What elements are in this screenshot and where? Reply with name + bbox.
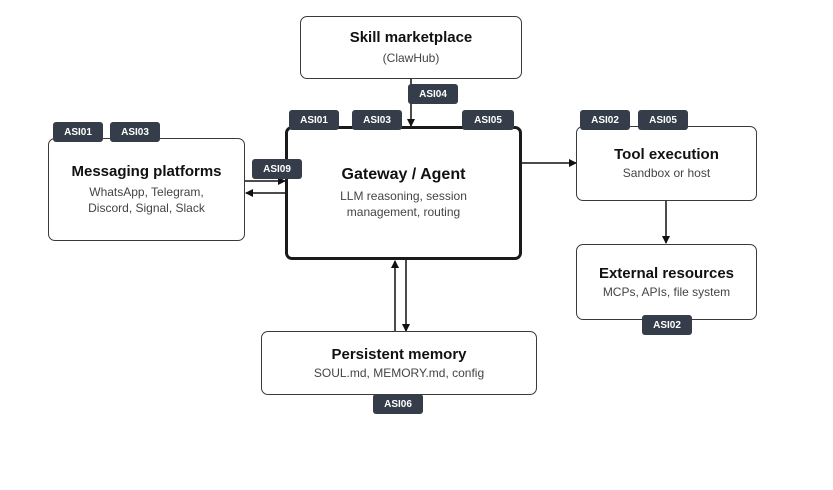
persistent-memory-subtitle: SOUL.md, MEMORY.md, config bbox=[313, 365, 485, 380]
persistent-memory-node: Persistent memory SOUL.md, MEMORY.md, co… bbox=[261, 331, 537, 395]
messaging-platforms-node: Messaging platforms WhatsApp, Telegram, … bbox=[48, 138, 245, 241]
badge-gateway-asi01: ASI01 bbox=[289, 110, 339, 130]
badge-memory-asi06: ASI06 bbox=[373, 394, 423, 414]
tool-execution-node: Tool execution Sandbox or host bbox=[576, 126, 757, 201]
badge-gateway-asi03: ASI03 bbox=[352, 110, 402, 130]
badge-messaging-asi01: ASI01 bbox=[53, 122, 103, 142]
badge-gateway-asi09: ASI09 bbox=[252, 159, 302, 179]
external-resources-subtitle: MCPs, APIs, file system bbox=[602, 284, 731, 299]
tool-execution-title: Tool execution bbox=[614, 146, 719, 163]
tool-execution-subtitle: Sandbox or host bbox=[622, 166, 711, 180]
messaging-platforms-subtitle: WhatsApp, Telegram, Discord, Signal, Sla… bbox=[88, 185, 205, 215]
external-resources-title: External resources bbox=[598, 264, 735, 282]
gateway-agent-title: Gateway / Agent bbox=[341, 166, 466, 183]
badge-gateway-asi05: ASI05 bbox=[462, 110, 514, 130]
skill-marketplace-subtitle: (ClawHub) bbox=[382, 51, 440, 65]
messaging-platforms-title: Messaging platforms bbox=[71, 163, 222, 180]
badge-tool-asi02: ASI02 bbox=[580, 110, 630, 130]
external-resources-node: External resources MCPs, APIs, file syst… bbox=[576, 244, 757, 320]
gateway-agent-node: Gateway / Agent LLM reasoning, session m… bbox=[285, 126, 522, 260]
badge-messaging-asi03: ASI03 bbox=[110, 122, 160, 142]
skill-marketplace-node: Skill marketplace (ClawHub) bbox=[300, 16, 522, 79]
badge-skill-asi04: ASI04 bbox=[408, 84, 458, 104]
gateway-agent-subtitle: LLM reasoning, session management, routi… bbox=[340, 189, 467, 219]
badge-tool-asi05: ASI05 bbox=[638, 110, 688, 130]
persistent-memory-title: Persistent memory bbox=[331, 345, 467, 363]
badge-external-asi02: ASI02 bbox=[642, 315, 692, 335]
skill-marketplace-title: Skill marketplace bbox=[349, 29, 473, 46]
